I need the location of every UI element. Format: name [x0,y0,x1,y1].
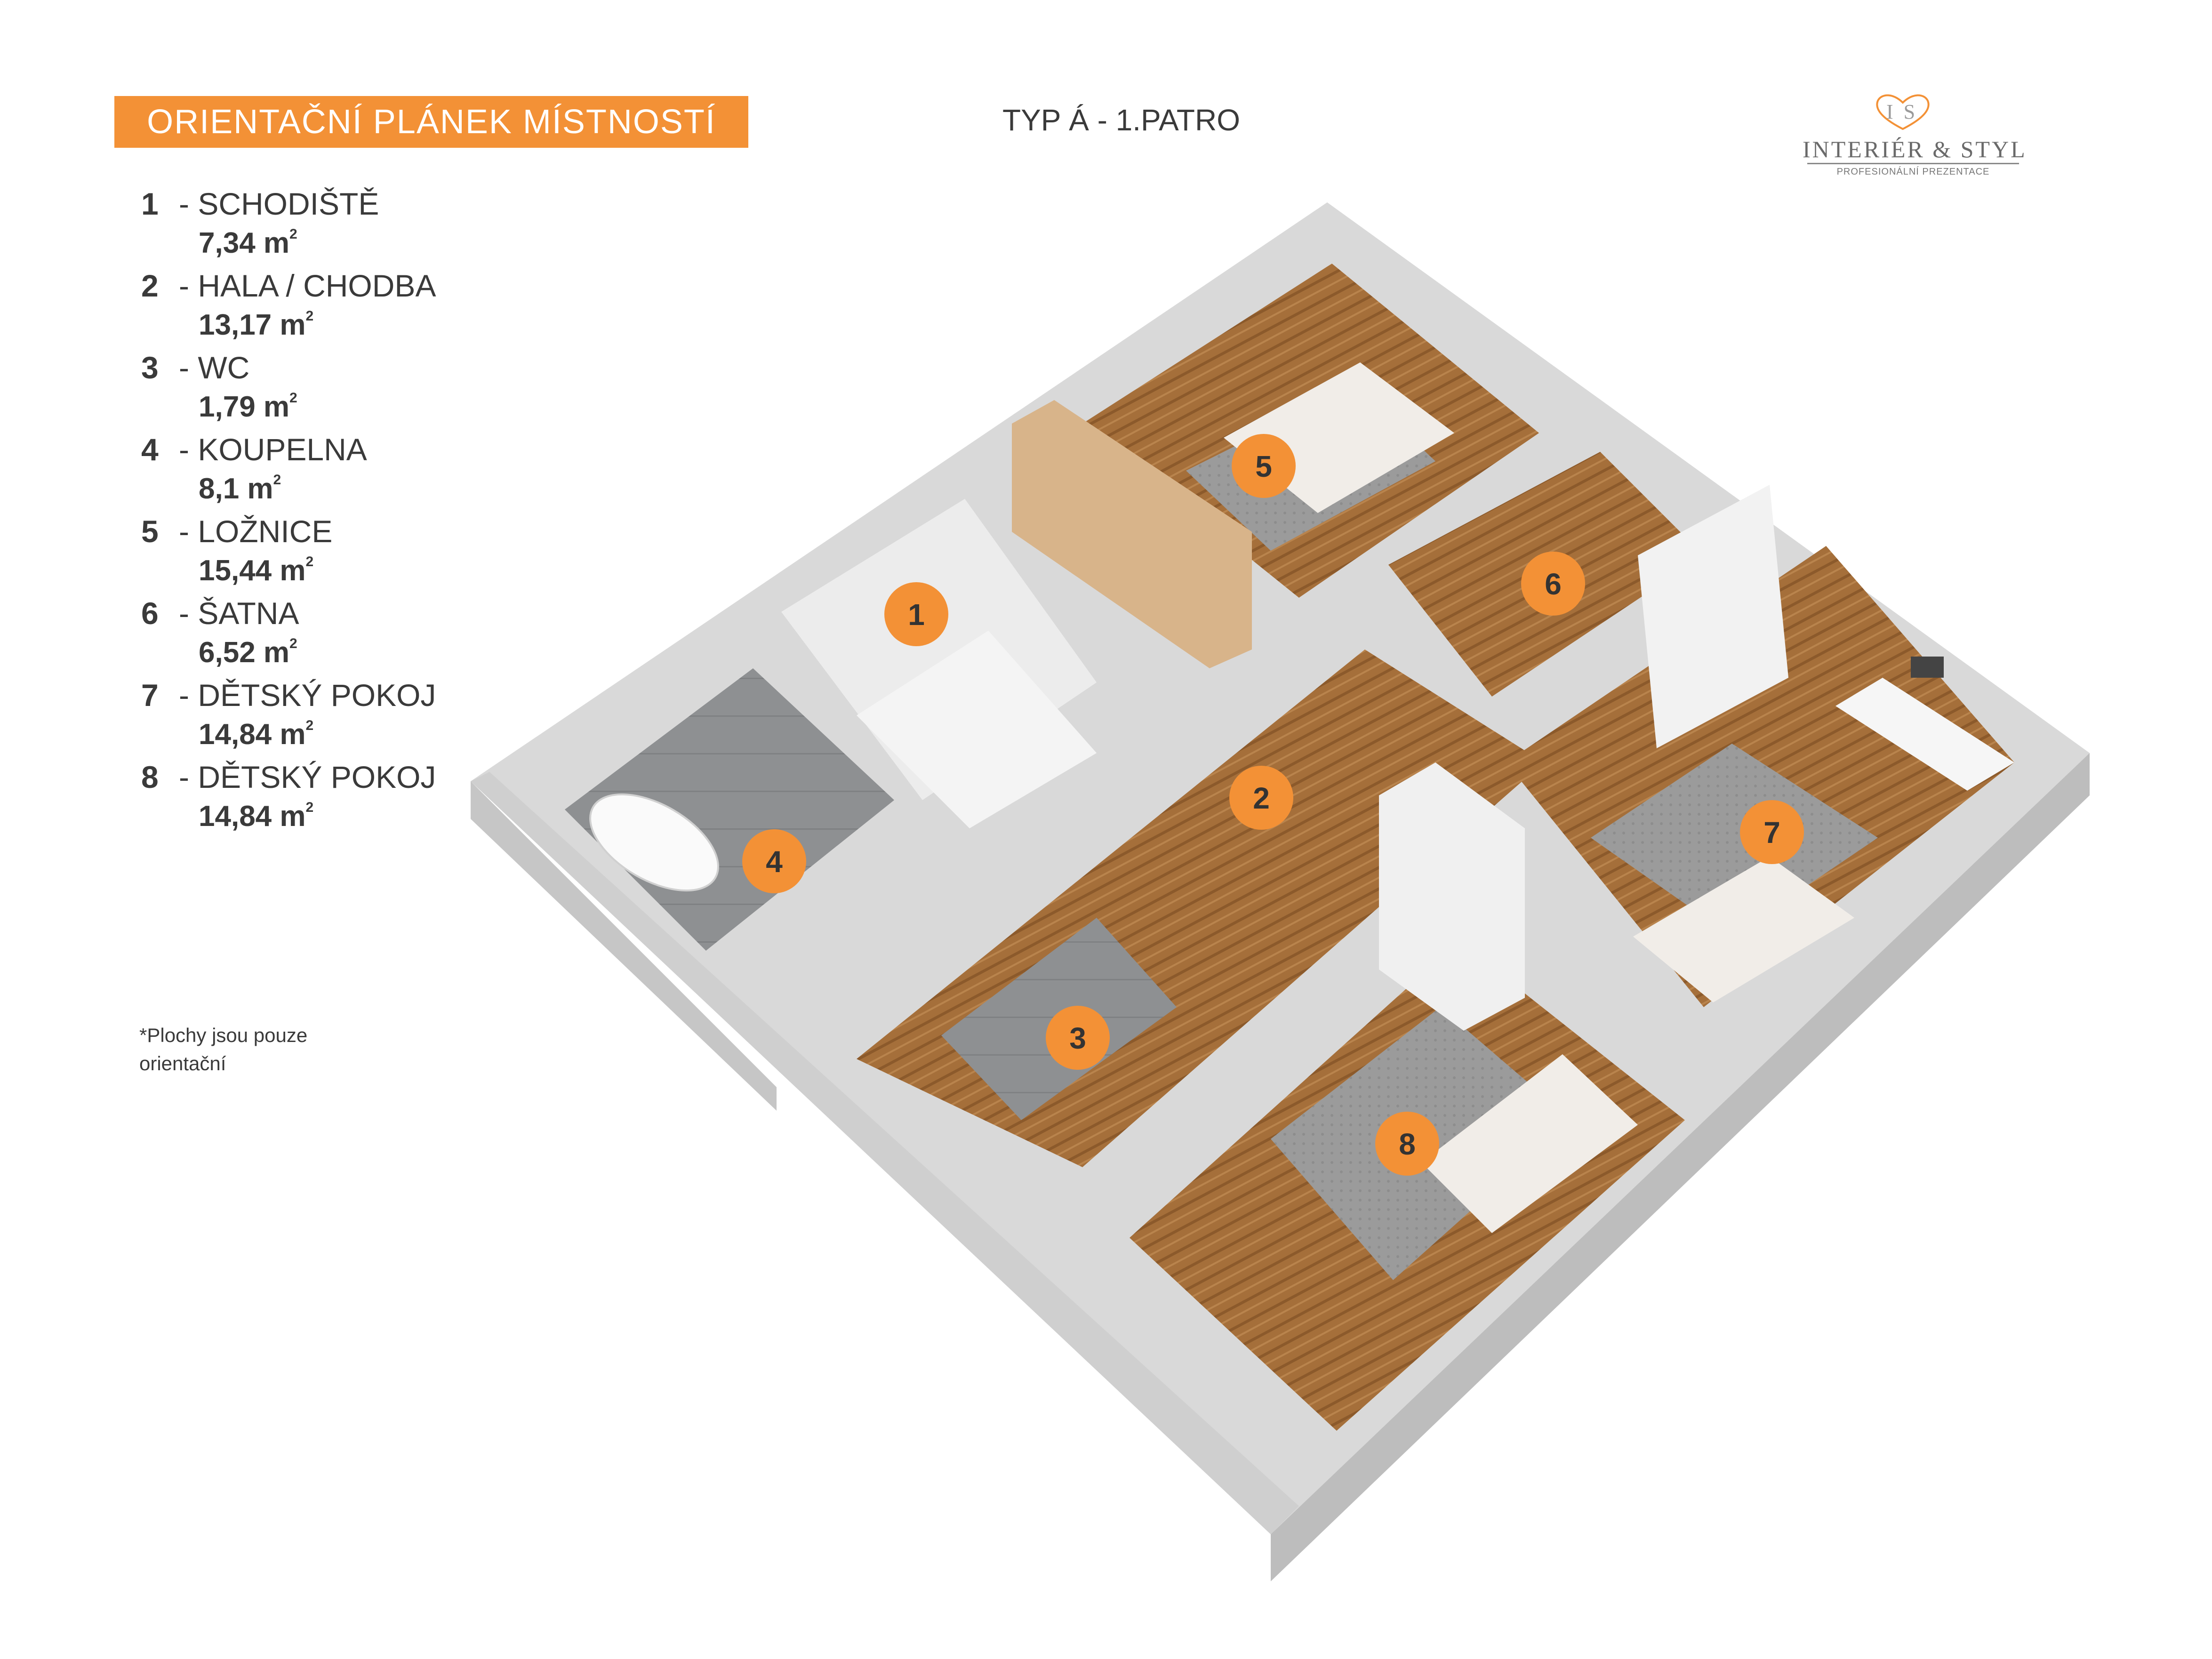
legend-room-area: 13,17 m2 [199,308,313,342]
legend-item: 7 - DĚTSKÝ POKOJ 14,84 m2 [141,677,565,759]
marker-circle [1229,766,1293,830]
legend-room-area: 8,1 m2 [199,472,281,505]
area-unit-exponent: 2 [305,800,314,815]
legend-room-name: - DĚTSKÝ POKOJ [179,678,436,713]
room-marker: 1 [884,582,948,646]
marker-label: 2 [1253,781,1270,815]
legend-number: 5 [141,514,159,549]
logo-divider [1807,163,2019,164]
legend-room-name: - LOŽNICE [179,514,333,549]
marker-circle [1232,434,1296,498]
area-value: 15,44 m [199,554,306,587]
area-unit-exponent: 2 [305,308,314,324]
marker-label: 5 [1255,449,1272,483]
marker-circle [1521,552,1585,616]
outer-wall-front [471,781,777,1111]
legend-item: 3 - WC 1,79 m2 [141,350,565,432]
stairs [857,631,1097,828]
outer-wall-left [471,772,1299,1534]
legend-room-area: 7,34 m2 [199,226,297,260]
room-marker: 3 [1046,1006,1110,1070]
header-banner: ORIENTAČNÍ PLÁNEK MÍSTNOSTÍ [114,96,748,148]
area-value: 7,34 m [199,227,290,259]
legend-room-area: 1,79 m2 [199,390,297,424]
legend-room-name: - HALA / CHODBA [179,268,436,303]
footnote: *Plochy jsou pouze orientační [139,1024,308,1074]
legend-room-area: 14,84 m2 [199,800,313,833]
monitor [1911,657,1944,678]
area-value: 1,79 m [199,391,290,423]
logo-name: INTERIÉR & STYL [1803,136,2027,162]
bed-room7 [1633,857,1854,1002]
desk-room7 [1835,678,2014,791]
wardrobe-room8 [1379,762,1525,1031]
legend-room-name: - ŠATNA [179,596,299,631]
logo-monogram: IS [1886,100,1926,123]
legend-item: 4 - KOUPELNA 8,1 m2 [141,432,565,513]
area-value: 13,17 m [199,309,306,341]
room-marker: 4 [742,829,806,893]
marker-label: 4 [766,845,783,879]
legend-number: 4 [141,432,159,467]
marker-label: 8 [1399,1127,1416,1161]
legend-room-area: 6,52 m2 [199,636,297,669]
marker-circle [1740,800,1804,864]
page-title: ORIENTAČNÍ PLÁNEK MÍSTNOSTÍ [147,103,716,141]
marker-label: 7 [1763,816,1780,850]
room-marker: 5 [1232,434,1296,498]
room-marker: 2 [1229,766,1293,830]
legend-item: 6 - ŠATNA 6,52 m2 [141,595,565,677]
legend-number: 8 [141,760,159,794]
room-legend: 1 - SCHODIŠTĚ 7,34 m2 2 - HALA / CHODBA … [141,186,565,841]
room-marker: 7 [1740,800,1804,864]
legend-room-name: - DĚTSKÝ POKOJ [179,760,436,794]
logo-heart-icon [1876,94,1930,130]
logo-tagline: PROFESIONÁLNÍ PREZENTACE [1836,167,1990,177]
area-value: 8,1 m [199,473,273,505]
room-marker: 8 [1375,1112,1439,1176]
marker-circle [1375,1112,1439,1176]
legend-item: 1 - SCHODIŠTĚ 7,34 m2 [141,186,565,268]
legend-room-name: - WC [179,350,250,385]
area-unit-exponent: 2 [305,554,314,569]
area-unit-exponent: 2 [273,472,281,488]
bathtub [589,793,719,892]
area-unit-exponent: 2 [289,226,297,242]
marker-circle [1046,1006,1110,1070]
wood-partition [1012,400,1252,668]
legend-room-area: 15,44 m2 [199,554,313,587]
area-value: 14,84 m [199,800,306,833]
marker-circle [742,829,806,893]
marker-circle [884,582,948,646]
legend-item: 8 - DĚTSKÝ POKOJ 14,84 m2 [141,759,565,841]
legend-room-name: - SCHODIŠTĚ [179,186,379,221]
area-value: 14,84 m [199,718,306,751]
outer-wall-right [1271,753,2090,1581]
legend-number: 2 [141,268,159,303]
legend-number: 1 [141,186,159,221]
floor-subtitle: TYP Á - 1.PATRO [1002,103,1240,137]
legend-number: 6 [141,596,159,631]
area-unit-exponent: 2 [289,636,297,651]
area-unit-exponent: 2 [305,718,314,733]
marker-label: 6 [1545,567,1562,601]
shelving-room7 [1638,485,1788,748]
company-logo: IS INTERIÉR & STYL PROFESIONÁLNÍ PREZENT… [1803,92,2027,182]
marker-label: 3 [1069,1021,1086,1055]
marker-label: 1 [908,598,925,632]
area-unit-exponent: 2 [289,390,297,406]
legend-number: 3 [141,350,159,385]
rug-room7 [1591,744,1878,937]
area-value: 6,52 m [199,636,290,669]
legend-item: 5 - LOŽNICE 15,44 m2 [141,513,565,595]
legend-item: 2 - HALA / CHODBA 13,17 m2 [141,268,565,350]
legend-number: 7 [141,678,159,713]
room-marker: 6 [1521,552,1585,616]
bed-room8 [1421,1054,1638,1233]
legend-room-area: 14,84 m2 [199,718,313,751]
legend-room-name: - KOUPELNA [179,432,367,467]
